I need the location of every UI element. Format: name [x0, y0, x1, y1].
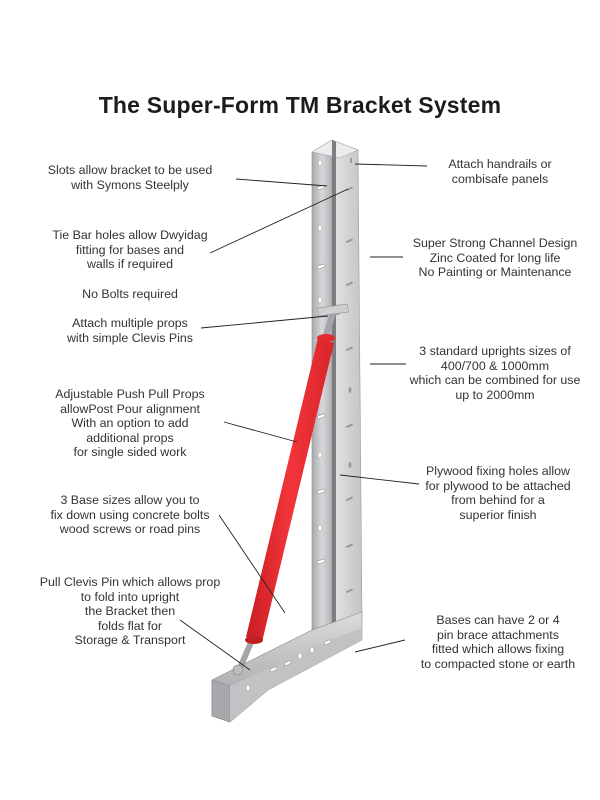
label-no-bolts: No Bolts required [82, 287, 178, 301]
leader-lines [179, 163, 428, 671]
diagram-title: The Super-Form TM Bracket System [98, 92, 502, 118]
push-pull-prop [232, 303, 349, 676]
plywood-fixing-holes [345, 158, 354, 594]
base-channel [211, 611, 363, 723]
